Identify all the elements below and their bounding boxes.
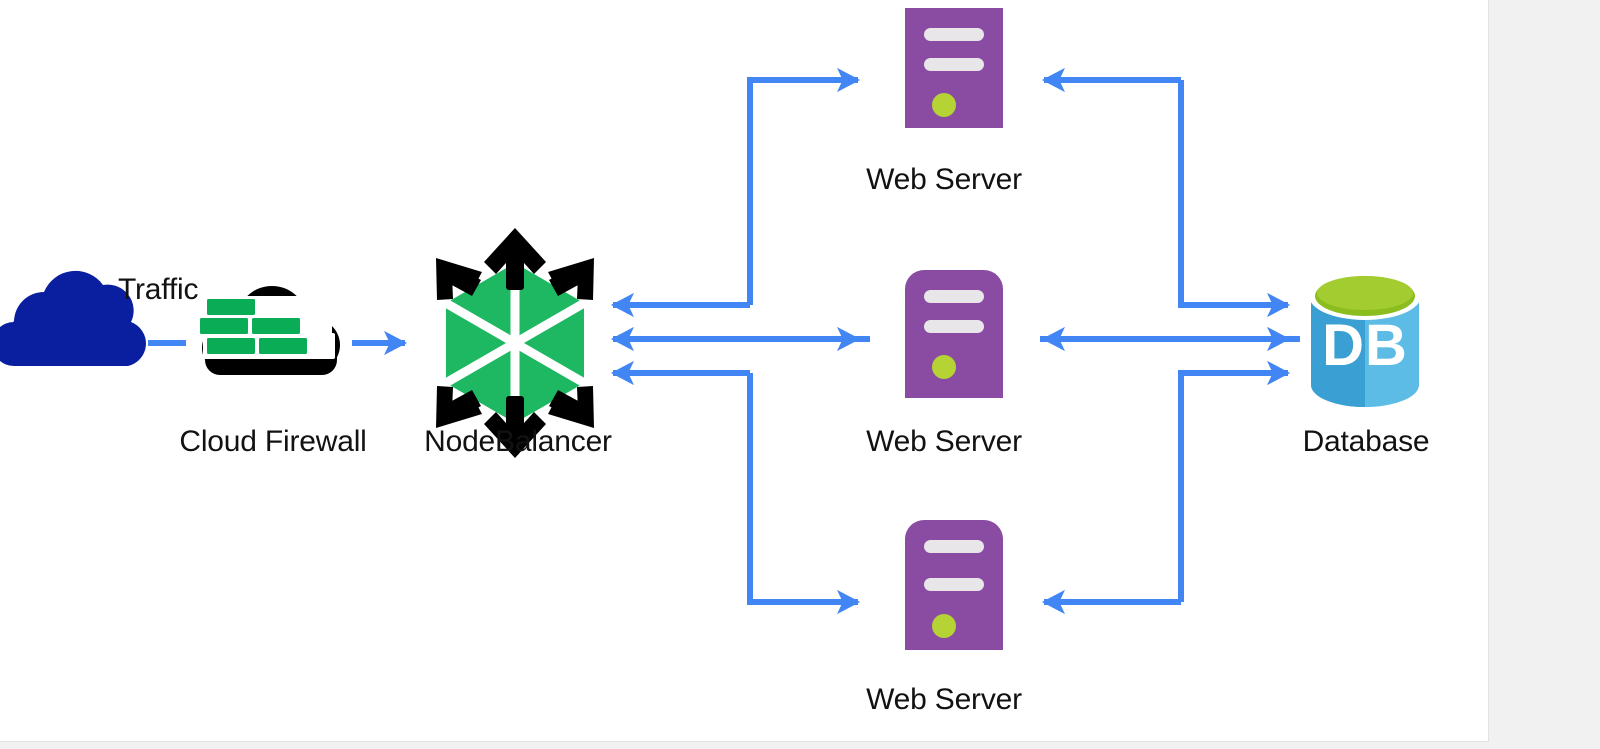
nodebalancer-hexagon-icon xyxy=(436,228,594,458)
nb-arrow-upper-right xyxy=(548,258,594,300)
web-server-3-icon xyxy=(905,520,1003,650)
server-led xyxy=(932,614,956,638)
web-server-1-label: Web Server xyxy=(866,163,1022,196)
traffic-label: Traffic xyxy=(118,273,199,306)
server-bar-bottom xyxy=(924,58,984,71)
nb-arrow-lower-left xyxy=(436,386,482,428)
web-server-2-label: Web Server xyxy=(866,425,1022,458)
server-bar-top xyxy=(924,28,984,41)
server-bar-bottom xyxy=(924,578,984,591)
nb-arrow-up xyxy=(484,228,546,290)
web-server-2-icon xyxy=(905,270,1003,398)
cloud-firewall-label: Cloud Firewall xyxy=(179,425,367,458)
nb-arrow-down xyxy=(484,396,546,458)
traffic-cloud-icon xyxy=(0,270,146,366)
db-badge-text: DB xyxy=(1322,313,1408,378)
connector-nb-to-ws1 xyxy=(747,67,861,305)
server-led xyxy=(932,93,956,117)
database-label: Database xyxy=(1302,425,1430,458)
diagram-canvas: DB Traffic Cloud Firewall NodeBalancer W… xyxy=(0,0,1489,742)
connector-ws1-to-db xyxy=(1178,80,1291,318)
nodebalancer-label: NodeBalancer xyxy=(424,425,612,458)
connector-nb-to-ws3 xyxy=(747,373,861,615)
server-bar-top xyxy=(924,540,984,553)
web-server-1-icon xyxy=(905,8,1003,128)
web-server-3-label: Web Server xyxy=(866,683,1022,716)
connector-ws3-to-db xyxy=(1178,360,1291,602)
firewall-cloud-icon xyxy=(196,286,340,375)
nb-arrow-lower-right xyxy=(548,386,594,428)
architecture-diagram-svg: DB xyxy=(0,8,1421,650)
server-bar-top xyxy=(924,290,984,303)
connector-layer xyxy=(148,67,1300,615)
database-cylinder-icon: DB xyxy=(1309,272,1421,407)
server-bar-bottom xyxy=(924,320,984,333)
server-led xyxy=(932,355,956,379)
nb-arrow-upper-left xyxy=(436,258,482,300)
